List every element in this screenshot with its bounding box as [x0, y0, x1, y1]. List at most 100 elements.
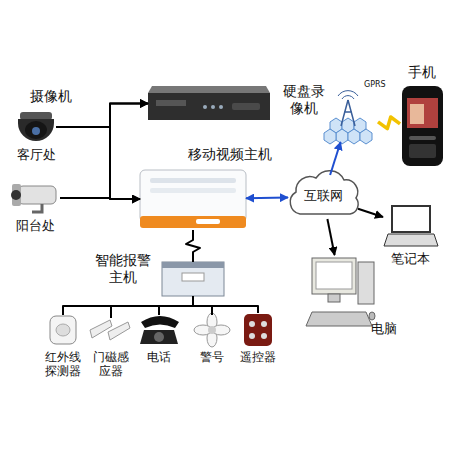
siren-node: 警号: [194, 315, 230, 345]
alarm-host: [162, 262, 224, 296]
group-label: 摄像机: [26, 88, 76, 105]
node-label: 遥控器: [231, 350, 285, 364]
dvr-recorder: [148, 86, 270, 120]
gprs-tower: [324, 129, 336, 144]
telephone: [141, 316, 179, 328]
node-label: 智能报警 主机: [90, 252, 156, 286]
desktop-computer: [306, 312, 372, 326]
dvr-recorder: [211, 105, 215, 109]
dvr-recorder: [148, 93, 270, 120]
dome-camera: [18, 119, 54, 141]
alarm-host: [162, 262, 224, 296]
gprs-tower: [338, 91, 358, 99]
camera-node: 客厅处: [16, 110, 56, 144]
laptop-node: 笔记本: [383, 205, 437, 247]
remote-control: [261, 333, 267, 339]
remote-node: 遥控器: [240, 313, 276, 347]
gprs-tower: [348, 129, 360, 144]
laptop: [392, 206, 430, 232]
video-host: [196, 219, 220, 224]
telephone: [140, 330, 178, 344]
dvr-recorder: [232, 103, 260, 110]
telephone: [140, 316, 179, 344]
node-label: 电脑: [366, 321, 402, 337]
laptop: [384, 234, 438, 246]
alarm-host: [182, 273, 204, 281]
connector: [111, 296, 193, 318]
node-label: 客厅处: [10, 147, 62, 163]
node-label: GPRS: [364, 80, 394, 90]
desktop-computer: [306, 258, 375, 326]
connector: [193, 296, 258, 313]
gprs-tower: [324, 91, 372, 144]
mobile-phone: [409, 144, 436, 158]
remote-control: [244, 314, 272, 346]
siren: [194, 313, 230, 347]
gprs-tower: [360, 129, 372, 144]
dome-camera: [32, 127, 40, 135]
desktop-computer: [316, 262, 352, 289]
tower-node: GPRS: [318, 96, 378, 142]
desktop-computer: [358, 262, 374, 304]
connector: [186, 230, 200, 262]
bullet-camera: [12, 184, 21, 206]
bullet-camera: [18, 186, 56, 204]
desktop-computer: [369, 312, 375, 320]
connector: [330, 142, 341, 175]
node-label: 硬盘录 像机: [280, 83, 328, 117]
cloud-node: 互联网: [288, 175, 358, 219]
door-sensor: [108, 322, 130, 340]
alarm-host-node: 智能报警 主机: [162, 262, 224, 296]
video-host: [140, 170, 246, 222]
bullet-camera: [32, 204, 42, 212]
connector: [56, 104, 148, 128]
node-label: 电话: [134, 350, 184, 364]
remote-control: [249, 333, 255, 339]
bullet-camera: [11, 184, 56, 212]
dvr-recorder: [219, 105, 223, 109]
node-label: 移动视频主机: [180, 146, 280, 163]
bullet-camera: [11, 190, 21, 200]
connector: [60, 198, 140, 199]
dome-camera: [18, 112, 54, 141]
node-label: 阳台处: [9, 218, 61, 234]
mobile-phone: [402, 86, 443, 166]
node-label: 红外线 探测器: [36, 350, 90, 379]
video-host: [150, 178, 236, 183]
video-host: [140, 170, 246, 228]
dome-camera: [20, 112, 52, 120]
mobile-phone: [407, 98, 438, 128]
infrared-detector: [50, 316, 76, 344]
sensor-node: 门磁感 应器: [90, 318, 132, 344]
laptop: [384, 206, 438, 246]
connector: [56, 127, 140, 199]
telephone: [154, 332, 164, 342]
desktop-computer: [312, 258, 356, 294]
node-label: 警号: [187, 350, 237, 364]
video-host: [150, 188, 236, 193]
sensor-node: 红外线 探测器: [45, 315, 81, 347]
desktop-computer: [328, 294, 340, 302]
video-host-node: 移动视频主机: [140, 168, 246, 230]
infrared-detector: [56, 324, 70, 336]
node-label: 手机: [402, 64, 442, 81]
node-label: 门磁感 应器: [85, 350, 137, 379]
mobile-phone: [402, 86, 443, 166]
connector: [159, 296, 193, 315]
remote-control: [244, 314, 272, 346]
computer-node: 电脑: [308, 255, 376, 329]
connector: [358, 209, 383, 217]
phone-node: 电话: [140, 315, 178, 345]
door-sensor: [90, 320, 130, 340]
dvr-node: 硬盘录 像机: [148, 85, 270, 122]
alarm-host: [162, 262, 224, 268]
dome-camera: [25, 121, 47, 139]
node-label: 笔记本: [383, 251, 437, 267]
video-host: [140, 216, 246, 228]
remote-control: [261, 321, 267, 327]
gprs-tower: [336, 129, 348, 144]
remote-control: [249, 321, 255, 327]
